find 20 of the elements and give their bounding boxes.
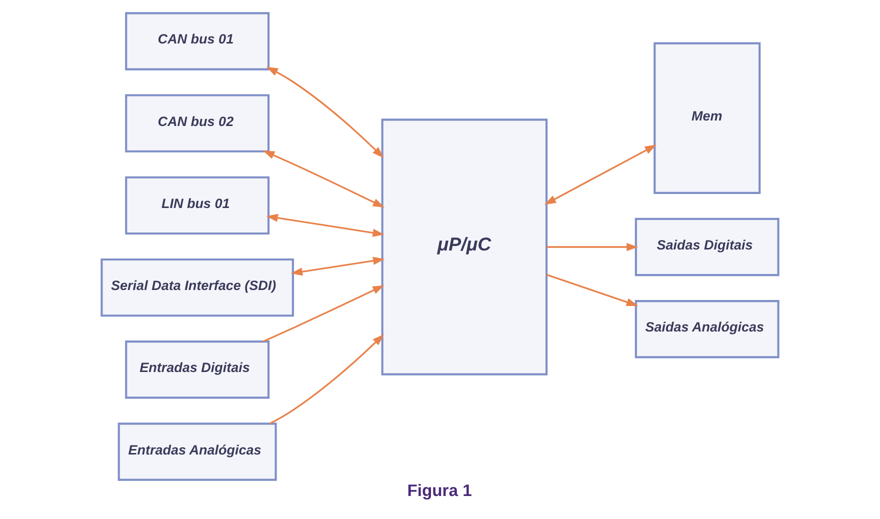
arrow bbox=[546, 273, 638, 306]
arrow bbox=[262, 150, 385, 208]
node-box: Entradas Analógicas bbox=[118, 422, 277, 480]
node-box: CAN bus 02 bbox=[125, 94, 270, 152]
node-box: CAN bus 01 bbox=[125, 12, 270, 70]
arrow bbox=[266, 66, 384, 158]
node-box: Serial Data Interface (SDI) bbox=[100, 258, 294, 316]
arrow bbox=[544, 144, 657, 204]
caption: Figura 1 bbox=[407, 480, 472, 500]
arrow bbox=[270, 334, 384, 424]
node-box: Saidas Digitais bbox=[634, 217, 780, 276]
arrow bbox=[262, 284, 384, 342]
node-box: Mem bbox=[654, 42, 761, 194]
arrow bbox=[266, 213, 384, 236]
node-box: LIN bus 01 bbox=[125, 176, 270, 234]
arrow bbox=[290, 256, 385, 276]
arrow bbox=[546, 242, 638, 251]
node-box: Saidas Analógicas bbox=[634, 300, 780, 358]
node-box: Entradas Digitais bbox=[125, 340, 270, 398]
node-box: μP/μC bbox=[381, 118, 548, 375]
